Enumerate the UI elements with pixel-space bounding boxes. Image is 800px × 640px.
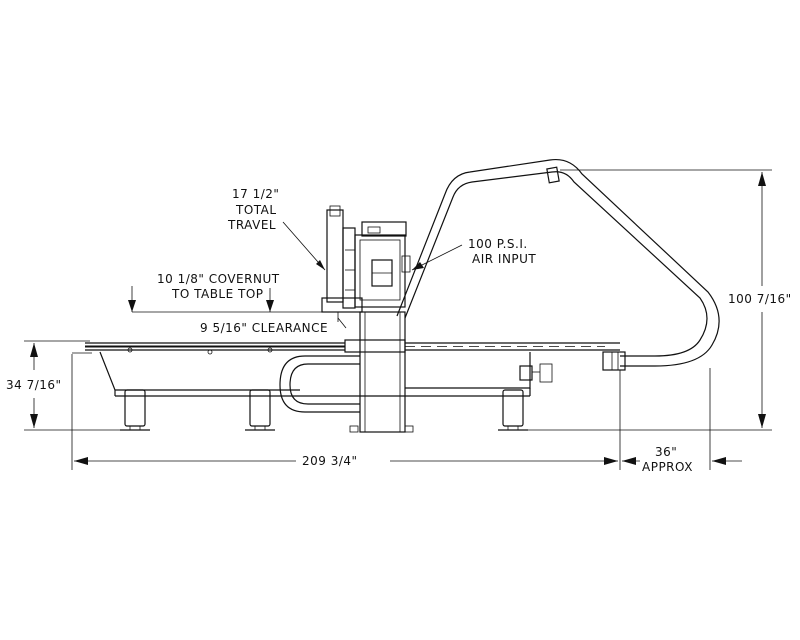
table-legs [120, 389, 528, 431]
overall-height-label: 100 7/16" [728, 292, 792, 306]
dimension-lines [24, 169, 772, 470]
hose-clearance-approx: APPROX [642, 460, 693, 474]
air-hose-boom [396, 158, 720, 371]
dimension-labels: 17 1/2" TOTAL TRAVEL 100 P.S.I. AIR INPU… [6, 187, 792, 474]
clearance-label: 9 5/16" CLEARANCE [200, 321, 328, 335]
air-input-label: AIR INPUT [472, 252, 536, 266]
total-travel-value: 17 1/2" [232, 187, 279, 201]
overall-length-label: 209 3/4" [302, 454, 358, 468]
hose-clearance-value: 36" [655, 445, 677, 459]
total-travel-label-1: TOTAL [235, 203, 277, 217]
gantry-pedestal [279, 311, 414, 433]
total-travel-label-2: TRAVEL [227, 218, 276, 232]
machine-table [72, 339, 620, 397]
spindle-carriage [321, 205, 411, 322]
covernut-label-1: 10 1/8" COVERNUT [157, 272, 280, 286]
table-height-label: 34 7/16" [6, 378, 62, 392]
air-input-value: 100 P.S.I. [468, 237, 528, 251]
covernut-label-2: TO TABLE TOP [171, 287, 264, 301]
